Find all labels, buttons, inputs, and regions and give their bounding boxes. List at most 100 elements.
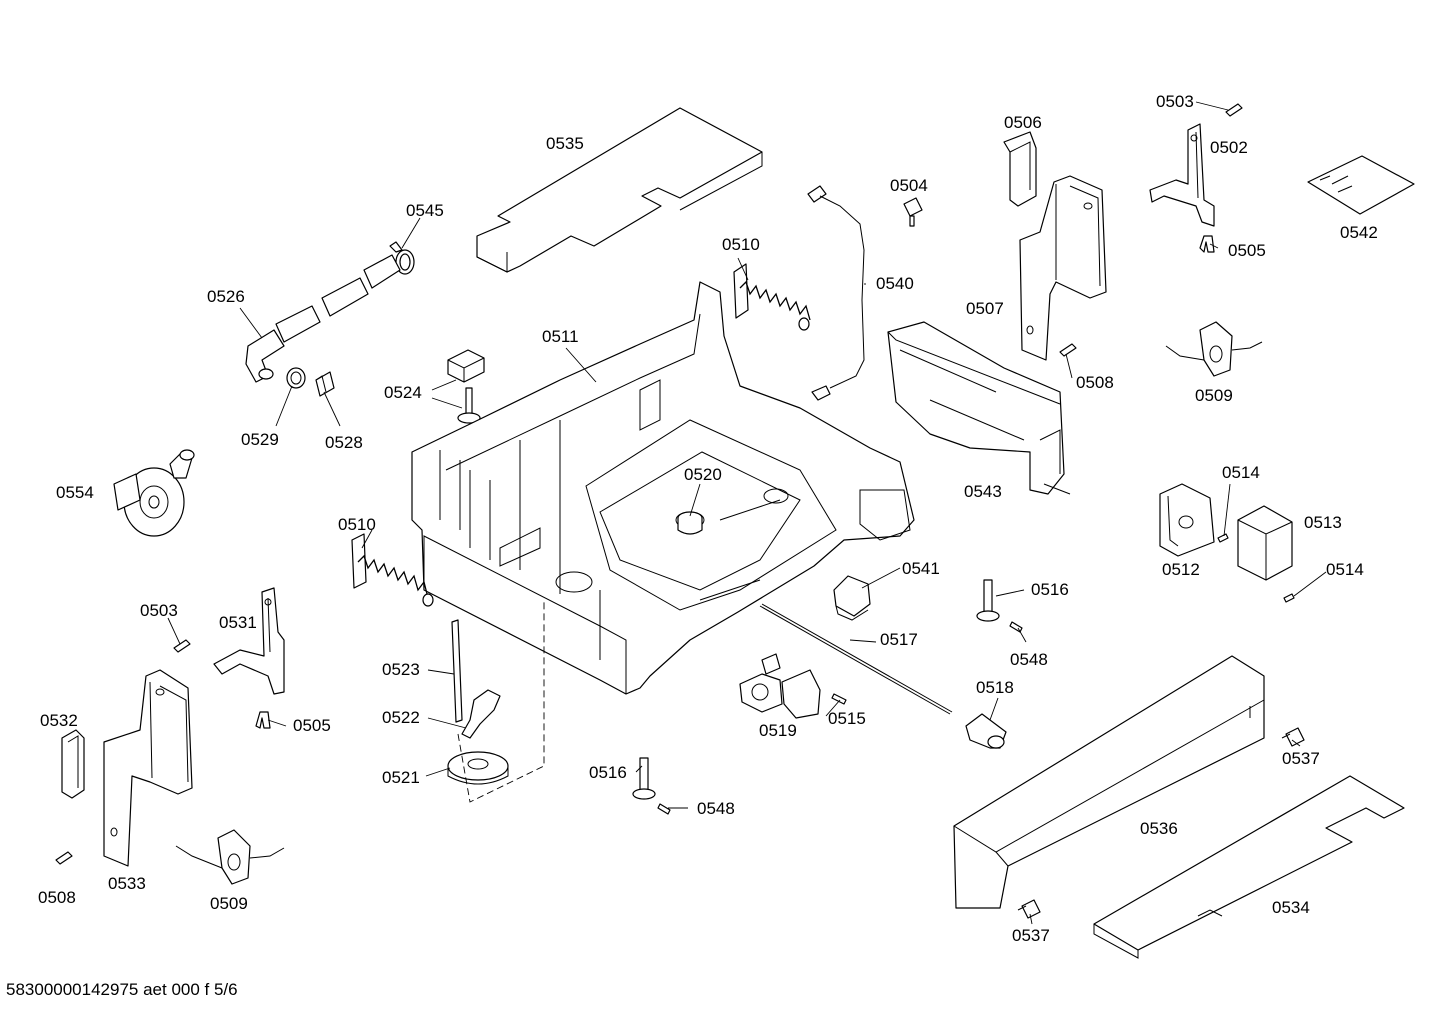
label-0535: 0535	[546, 134, 584, 153]
part-0537a-drawing	[1281, 727, 1305, 747]
part-0554-drawing	[113, 449, 195, 537]
label-0554: 0554	[56, 483, 94, 502]
label-0509-left: 0509	[210, 894, 248, 913]
part-0509b-drawing	[175, 829, 285, 885]
label-0537-right: 0537	[1282, 749, 1320, 768]
part-0505a-drawing	[1199, 235, 1215, 253]
part-0541-drawing	[833, 575, 871, 621]
part-0531-drawing	[213, 587, 285, 695]
part-0516a-drawing	[976, 579, 1000, 622]
part-0503b-drawing	[173, 639, 191, 653]
label-0517: 0517	[880, 630, 918, 649]
part-labels: 0535 0545 0526 0529 0528 0524 0511 0510 …	[38, 92, 1378, 945]
part-0522-drawing	[461, 689, 501, 739]
label-0504: 0504	[890, 176, 928, 195]
part-0548b-drawing	[657, 803, 671, 815]
part-0506-drawing	[1003, 131, 1037, 207]
label-0542: 0542	[1340, 223, 1378, 242]
label-0540: 0540	[876, 274, 914, 293]
label-0515: 0515	[828, 709, 866, 728]
label-0519: 0519	[759, 721, 797, 740]
label-0510-top: 0510	[722, 235, 760, 254]
label-0512: 0512	[1162, 560, 1200, 579]
label-0510-bottom: 0510	[338, 515, 376, 534]
leader-lines	[167, 101, 1327, 925]
part-0521-drawing	[447, 751, 509, 785]
label-0545: 0545	[406, 201, 444, 220]
part-0504-drawing	[903, 197, 923, 227]
label-0514-top: 0514	[1222, 463, 1260, 482]
part-0514a-drawing	[1217, 533, 1229, 543]
part-0536-drawing	[953, 655, 1265, 909]
part-0523-drawing	[451, 619, 463, 723]
part-0516b-drawing	[632, 757, 656, 800]
label-0541: 0541	[902, 559, 940, 578]
label-0532: 0532	[40, 711, 78, 730]
part-0512-drawing	[1159, 483, 1215, 557]
label-0518: 0518	[976, 678, 1014, 697]
label-0537-bottom: 0537	[1012, 926, 1050, 945]
label-0548-left: 0548	[697, 799, 735, 818]
label-0531: 0531	[219, 613, 257, 632]
label-0521: 0521	[382, 768, 420, 787]
part-0520-drawing	[677, 511, 703, 535]
part-0507-drawing	[1019, 175, 1107, 361]
part-0533-drawing	[103, 669, 193, 867]
part-0528-drawing	[315, 371, 335, 397]
part-0524-drawing	[447, 349, 485, 424]
label-0520: 0520	[684, 465, 722, 484]
label-0505-left: 0505	[293, 716, 331, 735]
part-0513-drawing	[1237, 505, 1293, 581]
part-0508b-drawing	[55, 851, 73, 865]
label-0529: 0529	[241, 430, 279, 449]
part-0514b-drawing	[1283, 593, 1295, 603]
label-0536: 0536	[1140, 819, 1178, 838]
label-0543: 0543	[964, 482, 1002, 501]
part-0509a-drawing	[1165, 321, 1263, 377]
part-0511-drawing	[411, 281, 915, 695]
part-0505b-drawing	[255, 711, 271, 729]
label-0507: 0507	[966, 299, 1004, 318]
label-0534: 0534	[1272, 898, 1310, 917]
part-0517-drawing	[759, 603, 953, 715]
label-0528: 0528	[325, 433, 363, 452]
drawing-reference-number: 58300000142975 aet 000 f 5/6	[6, 980, 238, 999]
part-0508a-drawing	[1059, 343, 1077, 357]
label-0516-left: 0516	[589, 763, 627, 782]
label-0502: 0502	[1210, 138, 1248, 157]
part-0532-drawing	[61, 729, 85, 799]
part-0519-drawing	[739, 653, 821, 719]
label-0508-left: 0508	[38, 888, 76, 907]
label-0514-bottom: 0514	[1326, 560, 1364, 579]
label-0526: 0526	[207, 287, 245, 306]
part-0526-drawing	[245, 254, 401, 383]
part-0515-drawing	[831, 693, 847, 705]
label-0548-right: 0548	[1010, 650, 1048, 669]
part-0537b-drawing	[1017, 899, 1041, 919]
label-0508-right: 0508	[1076, 373, 1114, 392]
label-0506: 0506	[1004, 113, 1042, 132]
label-0513: 0513	[1304, 513, 1342, 532]
part-0518-drawing	[965, 713, 1007, 749]
part-0502-drawing	[1149, 123, 1215, 227]
part-0534-drawing	[1093, 775, 1405, 959]
label-0522: 0522	[382, 708, 420, 727]
part-0543-drawing	[887, 321, 1071, 495]
part-0548a-drawing	[1009, 621, 1023, 633]
label-0524: 0524	[384, 383, 422, 402]
part-0540-drawing	[807, 185, 865, 401]
label-0503-left: 0503	[140, 601, 178, 620]
assembly-guide-line	[457, 600, 545, 803]
label-0516-right: 0516	[1031, 580, 1069, 599]
label-0505-right: 0505	[1228, 241, 1266, 260]
part-0535-drawing	[476, 107, 763, 273]
label-0503-right: 0503	[1156, 92, 1194, 111]
part-0542-drawing	[1307, 155, 1415, 215]
label-0523: 0523	[382, 660, 420, 679]
part-0529-drawing	[286, 367, 306, 389]
part-0503a-drawing	[1225, 103, 1243, 117]
label-0533: 0533	[108, 874, 146, 893]
part-0545-drawing	[389, 241, 415, 275]
label-0509-right: 0509	[1195, 386, 1233, 405]
